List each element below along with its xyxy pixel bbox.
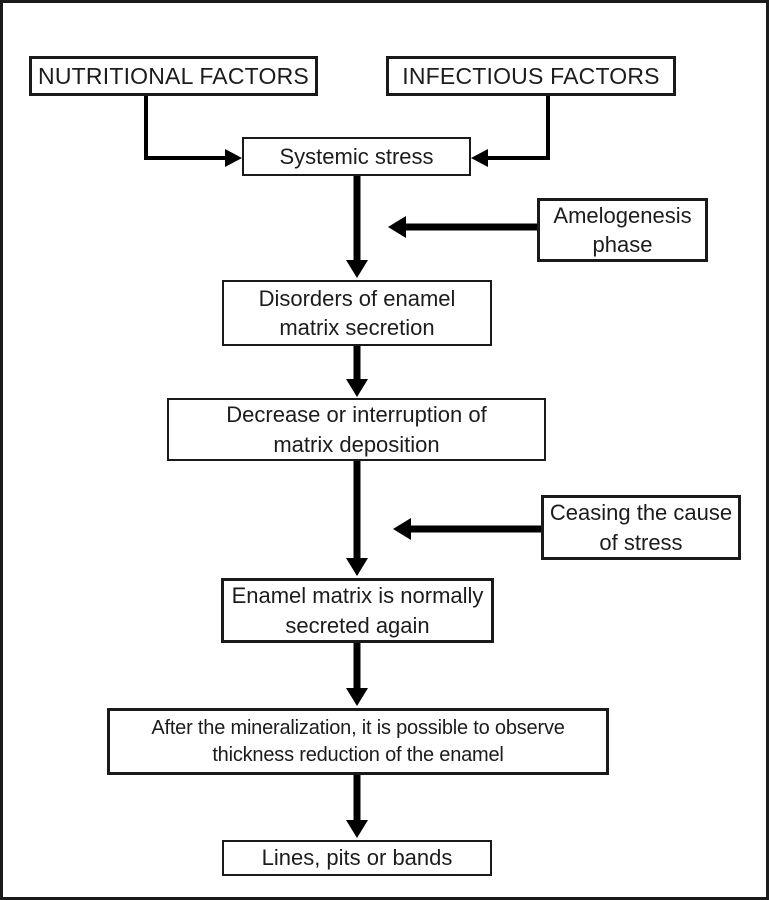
node-label-line1: Enamel matrix is normally xyxy=(231,583,484,609)
connector-infectious-to-systemic xyxy=(471,96,550,167)
node-systemic-stress: Systemic stress xyxy=(242,137,471,176)
node-label: Lines, pits or bands xyxy=(261,845,453,871)
connector-nutritional-to-systemic xyxy=(144,96,242,167)
node-label-line1: Ceasing the cause xyxy=(549,500,733,526)
arrow-systemic-to-disorders xyxy=(346,176,368,278)
arrow-disorders-to-decrease xyxy=(346,346,368,397)
node-label-line2: of stress xyxy=(599,529,683,555)
node-label-line1: Decrease or interruption of xyxy=(226,402,487,428)
arrow-ceasing-stress xyxy=(393,518,541,540)
node-label-line1: Disorders of enamel xyxy=(258,285,456,311)
node-disorders-of-enamel-matrix-secretion: Disorders of enamel matrix secretion xyxy=(222,280,492,346)
node-label-line2: matrix deposition xyxy=(273,431,440,457)
node-infectious-factors: INFECTIOUS FACTORS xyxy=(386,56,676,96)
arrow-decrease-to-enamel-again xyxy=(346,461,368,576)
node-decrease-or-interruption-of-matrix-deposition: Decrease or interruption of matrix depos… xyxy=(167,398,546,461)
node-nutritional-factors: NUTRITIONAL FACTORS xyxy=(29,56,318,96)
arrow-enamel-again-to-after xyxy=(346,643,368,706)
node-label-line2: matrix secretion xyxy=(279,315,435,340)
node-label: NUTRITIONAL FACTORS xyxy=(38,62,309,89)
node-label-line2: thickness reduction of the enamel xyxy=(212,743,504,766)
arrow-amelogenesis-phase xyxy=(388,216,537,238)
node-amelogenesis-phase: Amelogenesis phase xyxy=(537,198,708,262)
node-lines-pits-or-bands: Lines, pits or bands xyxy=(222,840,492,876)
node-label: INFECTIOUS FACTORS xyxy=(402,62,660,89)
node-label-line2: secreted again xyxy=(285,612,430,638)
node-ceasing-the-cause-of-stress: Ceasing the cause of stress xyxy=(541,495,741,560)
node-enamel-matrix-normally-secreted-again: Enamel matrix is normally secreted again xyxy=(221,578,494,643)
node-label-line1: After the mineralization, it is possible… xyxy=(151,717,565,740)
node-after-mineralization-thickness-reduction: After the mineralization, it is possible… xyxy=(107,708,609,775)
node-label: Systemic stress xyxy=(279,143,434,169)
node-label-line2: phase xyxy=(592,232,653,257)
arrow-after-to-lines xyxy=(346,775,368,838)
node-label-line1: Amelogenesis xyxy=(553,202,692,228)
